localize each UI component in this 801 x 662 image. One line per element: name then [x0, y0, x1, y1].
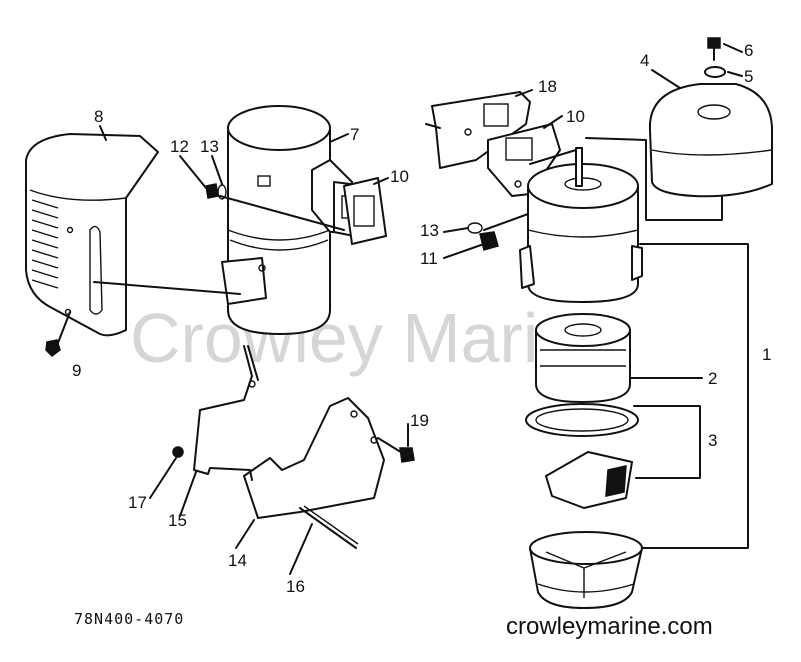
callout-14: 14	[228, 551, 247, 570]
callout-4: 4	[640, 51, 649, 70]
callout-3: 3	[708, 431, 717, 450]
housing-part-1	[519, 147, 643, 303]
bolt-part-6	[707, 37, 721, 61]
leader-part-1	[639, 243, 749, 549]
callout-19: 19	[410, 411, 429, 430]
callout-13-left: 13	[200, 137, 219, 156]
callout-11: 11	[420, 249, 438, 268]
ring-part-3	[525, 403, 639, 437]
filter-element-part-2	[535, 313, 631, 403]
callout-5: 5	[744, 67, 753, 86]
callout-13-right: 13	[420, 221, 439, 240]
callout-8: 8	[94, 107, 103, 126]
top-cover-part-4	[648, 83, 773, 198]
nut-part-11	[479, 231, 499, 251]
callout-1: 1	[762, 345, 771, 364]
callout-6: 6	[744, 41, 753, 60]
washer-part-13-right	[467, 222, 483, 234]
bolt-part-9	[45, 311, 71, 357]
callout-2: 2	[708, 369, 717, 388]
leader-cover-bracket	[585, 137, 723, 221]
callout-12: 12	[170, 137, 189, 156]
screw-part-17	[172, 446, 184, 458]
leader-nut-to-housing	[483, 213, 529, 231]
leader-nut-to-gasket	[219, 195, 345, 231]
bracket-strap-part-15	[193, 345, 259, 481]
callout-17: 17	[128, 493, 147, 512]
callout-16: 16	[286, 577, 305, 596]
washer-part-13-left	[217, 184, 227, 200]
leader-part-3	[633, 405, 701, 479]
bracket-part-3	[545, 451, 633, 509]
gasket-part-10-left	[343, 177, 387, 245]
bowl-part-1-lower	[529, 531, 643, 609]
callout-15: 15	[168, 511, 187, 530]
callout-labels: 1 2 3 4 5 6 7 8 9 10 10 11 12 13 13 14 1…	[72, 41, 771, 596]
rod-part-16	[299, 505, 359, 549]
nut-part-12	[205, 183, 219, 199]
bracket-plate-part-14	[243, 397, 385, 519]
callout-leaders	[99, 43, 743, 575]
callout-9: 9	[72, 361, 81, 380]
callout-7: 7	[350, 125, 359, 144]
callout-18: 18	[538, 77, 557, 96]
screw-part-19	[377, 437, 415, 463]
part-code: 78N400-4070	[74, 610, 184, 628]
callout-10-right: 10	[566, 107, 585, 126]
website-url: crowleymarine.com	[506, 613, 713, 640]
leader-shroud-to-muffler	[93, 281, 241, 295]
washer-part-5	[704, 66, 726, 78]
callout-10-left: 10	[390, 167, 409, 186]
